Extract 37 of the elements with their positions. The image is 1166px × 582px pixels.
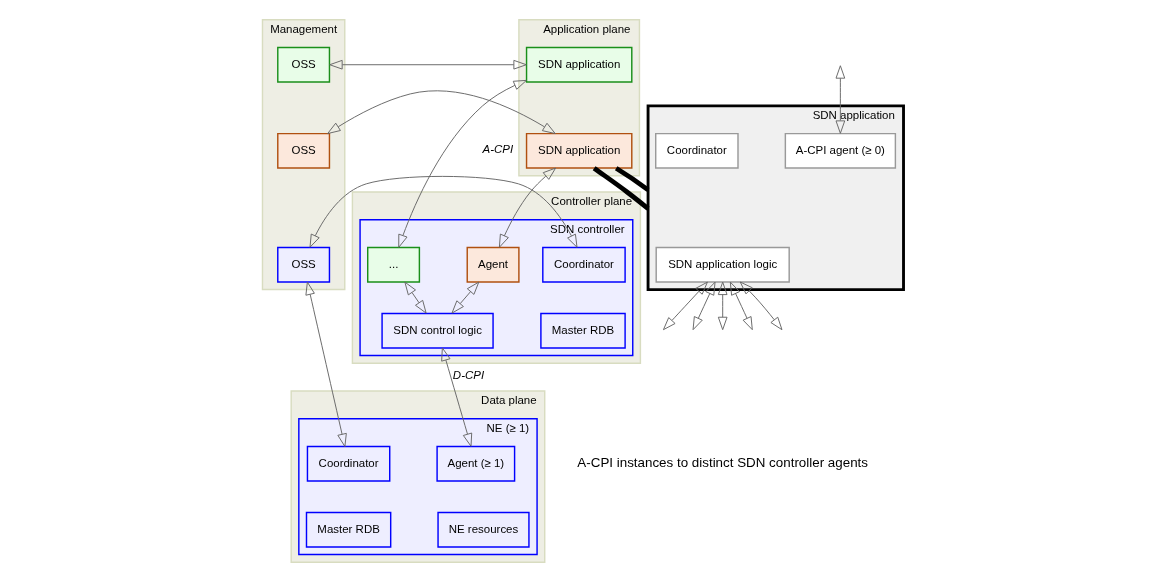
arrow bbox=[717, 281, 728, 331]
node-box: SDN application bbox=[525, 46, 633, 83]
connector bbox=[592, 166, 650, 211]
node-box: Coordinator bbox=[542, 246, 626, 283]
arrow bbox=[739, 281, 783, 331]
edge-label: A-CPI bbox=[482, 142, 514, 155]
node-box: Coordinator bbox=[655, 132, 739, 169]
arrow bbox=[404, 281, 427, 314]
node-box: ... bbox=[367, 246, 421, 283]
arrow bbox=[398, 79, 527, 248]
arrow bbox=[305, 281, 347, 447]
node-box: Master RDB bbox=[305, 511, 392, 548]
arrow bbox=[498, 167, 557, 248]
arrow bbox=[451, 281, 480, 314]
node-box: A-CPI agent (≥ 0) bbox=[784, 132, 897, 169]
node-box: NE resources bbox=[437, 511, 530, 548]
node-box: Agent bbox=[466, 246, 520, 283]
node-box: OSS bbox=[277, 132, 331, 169]
node-box: Master RDB bbox=[540, 312, 626, 349]
label: A-CPI instances to distinct SDN controller agents bbox=[577, 455, 869, 471]
edge-label: D-CPI bbox=[452, 369, 485, 382]
node-box: SDN application logic bbox=[655, 246, 790, 283]
arrow bbox=[692, 281, 716, 331]
arrow bbox=[441, 347, 473, 447]
arrow bbox=[329, 59, 527, 70]
node-box: Coordinator bbox=[306, 445, 391, 482]
connector bbox=[614, 166, 650, 192]
arrow bbox=[327, 90, 556, 135]
node-box: Agent (≥ 1) bbox=[436, 445, 516, 482]
arrow bbox=[835, 65, 846, 134]
arrow bbox=[729, 281, 753, 331]
node-box: SDN application bbox=[525, 132, 633, 169]
node-box: OSS bbox=[277, 246, 331, 283]
node-box: OSS bbox=[277, 46, 331, 83]
node-box: SDN control logic bbox=[381, 312, 494, 349]
arrow bbox=[309, 175, 578, 248]
arrow bbox=[662, 281, 708, 331]
